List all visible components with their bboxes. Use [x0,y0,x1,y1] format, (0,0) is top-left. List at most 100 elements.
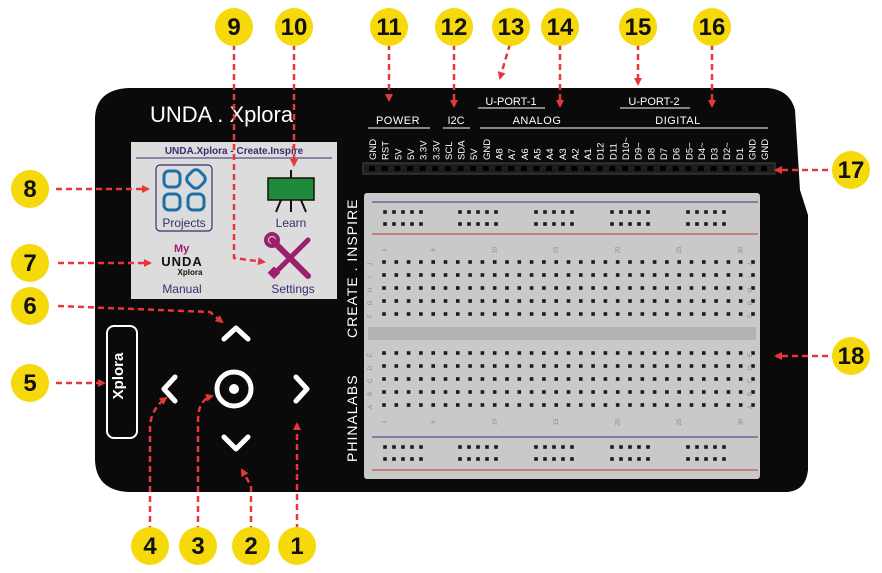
breadboard-hole [751,377,755,381]
callout-14: 14 [541,8,579,46]
callout-7: 7 [11,244,49,282]
breadboard-hole [652,312,657,316]
breadboard-hole [383,222,387,226]
breadboard-hole [751,260,755,264]
breadboard-hole [517,312,522,316]
breadboard-hole [382,364,386,368]
pin-label: D5~ [684,142,695,160]
callout-17: 17 [832,151,870,189]
breadboard-hole [468,312,472,316]
breadboard-hole [686,445,690,449]
breadboard-hole [677,273,681,277]
breadboard-hole [505,364,509,368]
breadboard-hole [494,210,498,214]
breadboard-hole [665,364,669,368]
breadboard-hole [480,364,485,368]
breadboard-hole [566,286,571,290]
breadboard-hole [570,445,574,449]
breadboard-hole [543,222,547,226]
breadboard-hole [467,445,471,449]
breadboard-hole [443,299,448,303]
callout-number: 8 [23,176,36,203]
header-pin-hole [647,166,654,171]
breadboard-hole [628,312,632,316]
breadboard-hole [392,210,396,214]
callout-badge [278,527,316,565]
breadboard-hole [637,222,641,226]
breadboard-hole [517,364,522,368]
breadboard-hole [529,377,534,381]
breadboard-hole [382,377,386,381]
breadboard-hole [505,299,509,303]
callout-badge [215,8,253,46]
breadboard-hole [579,286,583,290]
settings-app[interactable]: Settings [264,232,315,296]
breadboard-hole [561,222,565,226]
breadboard-hole [505,312,509,316]
up-button[interactable] [221,325,251,342]
left-button[interactable] [161,374,178,404]
header-pin-hole [520,166,527,171]
breadboard-hole [383,457,387,461]
breadboard-hole [443,286,448,290]
breadboard-hole [628,260,632,264]
breadboard-hole [628,445,632,449]
breadboard-hole [714,351,718,355]
breadboard-hole [637,445,641,449]
breadboard-hole [713,445,717,449]
header-pin-hole [697,166,704,171]
callout-badge [275,8,313,46]
breadboard-hole [468,403,472,407]
breadboard-hole [419,286,423,290]
breadboard-hole [542,312,546,316]
xplora-side-button[interactable]: Xplora [106,325,138,439]
column-number: 1 [382,248,388,252]
breadboard-hole [529,312,534,316]
breadboard-hole [419,403,423,407]
breadboard-hole [456,260,460,264]
breadboard-hole [570,210,574,214]
breadboard-hole [494,222,498,226]
right-button[interactable] [293,374,310,404]
breadboard-hole [689,403,694,407]
breadboard-hole [751,273,755,277]
header-pin-hole [609,166,616,171]
callout-number: 6 [23,293,36,320]
breadboard-hole [419,377,423,381]
projects-app[interactable]: Projects [155,164,213,232]
manual-app[interactable]: My UNDA Xplora Manual [161,243,203,296]
uport2-label: U-PORT-2 [628,96,679,108]
breadboard-hole [722,445,726,449]
column-number: 10 [493,246,499,253]
breadboard-hole [456,286,460,290]
callout-number: 7 [23,250,36,277]
breadboard-hole [714,286,718,290]
breadboard-hole [517,377,522,381]
breadboard-hole [702,260,706,264]
pin-label: D12 [596,143,607,160]
breadboard-hole [492,299,497,303]
breadboard-hole [619,457,623,461]
breadboard-hole [570,457,574,461]
learn-app[interactable]: Learn [267,170,315,230]
breadboard-hole [383,210,387,214]
breadboard-hole [382,351,386,355]
header-pin-hole [748,166,755,171]
breadboard-hole [419,351,423,355]
breadboard-hole [410,210,414,214]
callout-16: 16 [693,8,731,46]
breadboard-hole [591,403,595,407]
breadboard-hole [726,364,731,368]
breadboard-hole [517,299,522,303]
center-button[interactable] [214,369,254,409]
breadboard-holes [382,210,755,461]
breadboard-hole [628,377,632,381]
breadboard-hole [394,312,399,316]
breadboard-hole [542,351,546,355]
breadboard-hole [419,390,423,394]
down-button[interactable] [221,434,251,452]
breadboard-hole [458,445,462,449]
column-number: 20 [616,246,622,253]
breadboard-hole [628,403,632,407]
